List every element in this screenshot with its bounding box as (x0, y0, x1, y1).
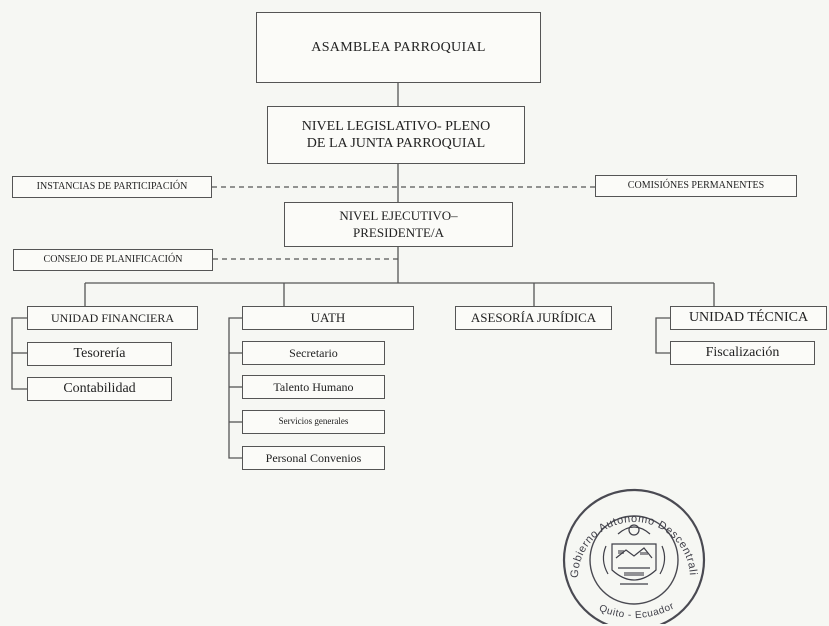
box-asesoria-juridica: ASESORÍA JURÍDICA (455, 306, 612, 330)
label-unidad-financiera: UNIDAD FINANCIERA (51, 310, 174, 325)
label-asesoria-juridica: ASESORÍA JURÍDICA (470, 309, 597, 325)
label-talento-humano: Talento Humano (273, 379, 354, 394)
label-contabilidad: Contabilidad (63, 381, 136, 397)
label-asamblea: ASAMBLEA PARROQUIAL (311, 39, 486, 55)
official-seal-icon: Gobierno Autonomo Descentralizado de Yar… (548, 486, 706, 624)
label-legislativo-2: DE LA JUNTA PARROQUIAL (306, 136, 486, 151)
box-uath: UATH (242, 306, 414, 330)
box-talento-humano: Talento Humano (242, 375, 385, 399)
label-ejecutivo-2: PRESIDENTE/A (353, 224, 444, 240)
label-uath: UATH (310, 309, 346, 325)
box-instancias: INSTANCIAS DE PARTICIPACIÓN (12, 176, 212, 198)
box-consejo: CONSEJO DE PLANIFICACIÓN (13, 249, 213, 271)
box-comisiones: COMISIÓNES PERMANENTES (595, 175, 797, 197)
box-personal-convenios: Personal Convenios (242, 446, 385, 470)
box-tesoreria: Tesorería (27, 342, 172, 366)
connector-tecnica-bracket (655, 317, 670, 354)
label-legislativo-1: NIVEL LEGISLATIVO- PLENO (301, 118, 491, 134)
label-consejo: CONSEJO DE PLANIFICACIÓN (43, 253, 183, 265)
label-tesoreria: Tesorería (73, 346, 126, 362)
label-comisiones: COMISIÓNES PERMANENTES (627, 179, 765, 191)
box-unidad-tecnica: UNIDAD TÉCNICA (670, 306, 827, 330)
label-secretario: Secretario (289, 345, 338, 360)
box-contabilidad: Contabilidad (27, 377, 172, 401)
label-fiscalizacion: Fiscalización (705, 345, 780, 361)
label-ejecutivo-1: NIVEL EJECUTIVO– (339, 208, 458, 224)
box-legislativo: NIVEL LEGISLATIVO- PLENO DE LA JUNTA PAR… (267, 106, 525, 164)
label-servicios-generales: Servicios generales (278, 416, 349, 427)
box-ejecutivo: NIVEL EJECUTIVO– PRESIDENTE/A (284, 202, 513, 247)
label-instancias: INSTANCIAS DE PARTICIPACIÓN (36, 180, 188, 192)
label-personal-convenios: Personal Convenios (265, 450, 362, 465)
box-fiscalizacion: Fiscalización (670, 341, 815, 365)
box-servicios-generales: Servicios generales (242, 410, 385, 434)
label-unidad-tecnica: UNIDAD TÉCNICA (688, 310, 809, 326)
box-secretario: Secretario (242, 341, 385, 365)
box-asamblea: ASAMBLEA PARROQUIAL (256, 12, 541, 83)
box-unidad-financiera: UNIDAD FINANCIERA (27, 306, 198, 330)
connector-uath-bracket (228, 317, 242, 459)
